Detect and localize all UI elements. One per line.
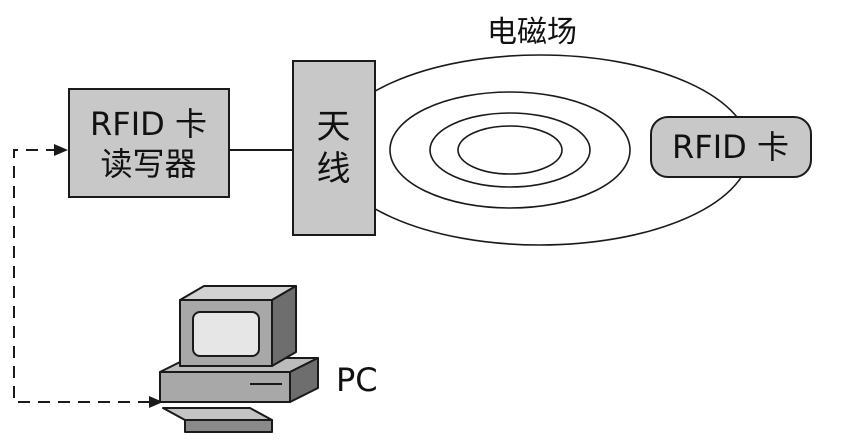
reader-label-line1: RFID 卡 xyxy=(90,105,207,143)
arrowhead-to-reader xyxy=(54,144,68,156)
field-ring-2 xyxy=(389,91,631,209)
antenna-label-char1: 天 xyxy=(316,107,351,147)
tag-label: RFID 卡 xyxy=(672,128,789,166)
pc-keyboard-top xyxy=(162,407,273,421)
rfid-reader-box: RFID 卡 读写器 xyxy=(68,88,230,198)
antenna-box: 天 线 xyxy=(292,60,376,236)
field-label: 电磁场 xyxy=(487,15,577,50)
arrowhead-to-pc xyxy=(149,396,163,408)
pc-monitor-screen xyxy=(192,311,260,357)
pc-label: PC xyxy=(336,361,378,399)
pc-reader-link xyxy=(13,149,150,403)
antenna-label-char2: 线 xyxy=(316,149,351,189)
pc-computer-icon xyxy=(159,285,319,433)
pc-keyboard-front xyxy=(184,419,273,433)
pc-base-front xyxy=(159,371,291,403)
rfid-tag: RFID 卡 xyxy=(650,116,812,178)
dashed-link-path xyxy=(13,149,150,403)
field-ring-inner xyxy=(457,125,563,175)
field-ring-3 xyxy=(429,112,591,188)
reader-label-line2: 读写器 xyxy=(100,145,197,183)
pc-monitor-side xyxy=(271,285,297,367)
